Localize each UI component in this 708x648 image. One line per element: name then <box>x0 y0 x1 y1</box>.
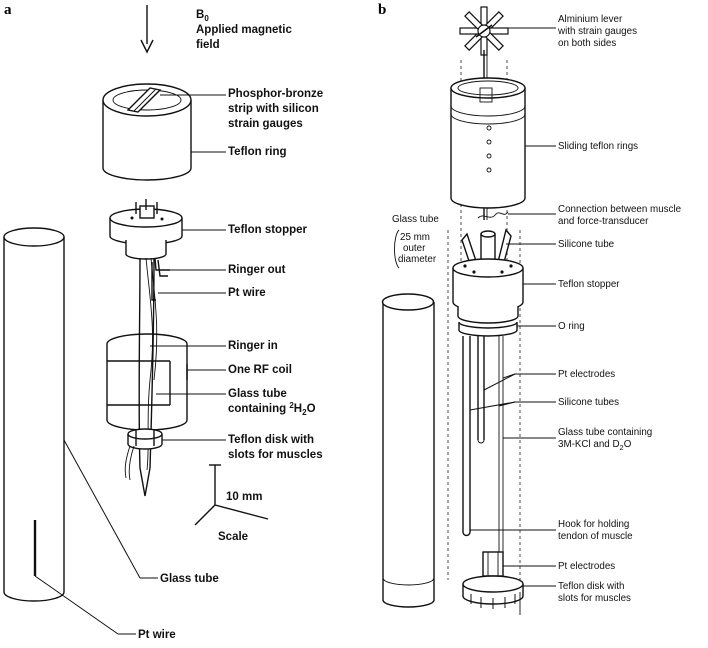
scale-bar <box>194 464 269 526</box>
ringer-tubes <box>151 257 170 301</box>
pt-wire-label: Pt wire <box>228 287 266 299</box>
kcl-label-2: 3M-KCl and D2O <box>558 439 632 452</box>
glass-b-label-4: diameter <box>398 254 437 265</box>
field-label-2: field <box>196 39 220 51</box>
strip-label-1: Phosphor-bronze <box>228 88 323 100</box>
rf-coil-label: One RF coil <box>228 364 292 376</box>
ring-label: Teflon ring <box>228 146 287 158</box>
stopper-b-label: Teflon stopper <box>558 279 620 290</box>
conn-label-1: Connection between muscle <box>558 204 682 215</box>
rf-coil-top <box>106 333 188 345</box>
oring-label: O ring <box>558 321 585 332</box>
glass-b-label-1: Glass tube <box>392 214 439 225</box>
sil-tubes-label: Silicone tubes <box>558 397 619 408</box>
outer-pt-leader <box>34 575 119 635</box>
scale-label: Scale <box>218 531 248 543</box>
sil-tubes-leader <box>469 401 516 411</box>
kcl-label-1: Glass tube containing <box>558 427 652 438</box>
glass-b-label-2: 25 mm <box>400 232 430 243</box>
pt-el-leader-1 <box>483 373 516 391</box>
inner-glass-tube <box>138 257 158 497</box>
outer-tube-label: Glass tube <box>160 573 219 585</box>
aluminium-lever <box>459 6 509 56</box>
sliding-teflon-rings <box>450 77 526 209</box>
outer-glass-tube <box>3 227 65 602</box>
teflon-ring <box>102 83 192 181</box>
disk-b-label-2: slots for muscles <box>558 593 631 604</box>
glass-tube-label-2: containing 2H2O <box>228 401 316 417</box>
electrodes-and-tubes <box>462 336 504 560</box>
outer-tube-leader <box>63 439 141 579</box>
glass-b-label-3: outer <box>403 243 426 254</box>
teflon-disk <box>124 428 163 481</box>
pt-el-2-label: Pt electrodes <box>558 561 615 572</box>
pt-el-label: Pt electrodes <box>558 369 615 380</box>
glass-tube-b <box>381 293 435 608</box>
lever-label-2: with strain gauges <box>557 26 637 37</box>
scale-value: 10 mm <box>226 491 262 503</box>
hook-label-2: tendon of muscle <box>558 531 633 542</box>
rings-label: Sliding teflon rings <box>558 141 638 152</box>
panel-b-letter: b <box>378 2 386 18</box>
stopper-label: Teflon stopper <box>228 224 308 236</box>
lever-label-1: Alminium lever <box>558 14 623 25</box>
teflon-disk-b <box>462 551 524 615</box>
glass-tube-label-1: Glass tube <box>228 388 287 400</box>
teflon-stopper <box>109 199 183 260</box>
disk-b-label-1: Teflon disk with <box>558 581 624 592</box>
field-symbol: B0 <box>196 9 209 23</box>
disk-label-2: slots for muscles <box>228 449 323 461</box>
ringer-out-label: Ringer out <box>228 264 286 276</box>
disk-label-1: Teflon disk with <box>228 434 314 446</box>
glass-b-bracket <box>394 229 400 269</box>
strip-label-2: strip with silicon <box>228 103 319 115</box>
field-label-1: Applied magnetic <box>196 24 292 36</box>
teflon-stopper-b <box>452 258 524 337</box>
panel-a-letter: a <box>4 2 12 18</box>
silicone-label: Silicone tube <box>558 239 615 250</box>
ringer-in-label: Ringer in <box>228 340 278 352</box>
connection-wire <box>477 211 509 219</box>
outer-pt-label: Pt wire <box>138 629 176 641</box>
conn-label-2: and force-transducer <box>558 216 649 227</box>
field-arrow <box>140 5 154 54</box>
strip-label-3: strain gauges <box>228 118 303 130</box>
hook-label-1: Hook for holding <box>558 519 629 530</box>
lever-label-3: on both sides <box>558 38 616 49</box>
